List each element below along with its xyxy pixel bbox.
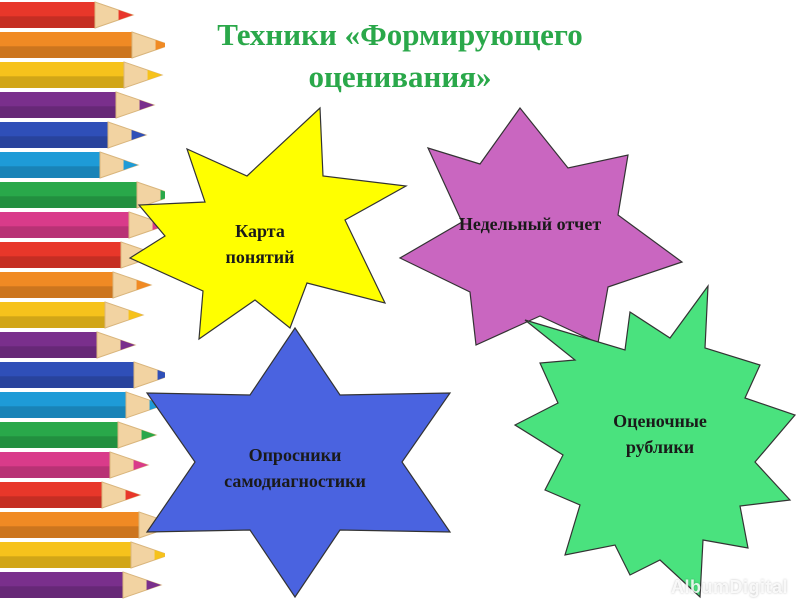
pencil-icon <box>0 61 164 89</box>
pencil-icon <box>0 511 165 539</box>
colored-pencils-decoration <box>0 1 165 599</box>
pencil-icon <box>0 211 165 239</box>
pencil-icon <box>0 481 142 509</box>
pencil-icon <box>0 31 165 59</box>
pencil-icon <box>0 361 165 389</box>
pencil-icon <box>0 181 165 209</box>
pencil-icon <box>0 1 135 29</box>
star-shape-rubrics <box>513 284 797 599</box>
pencil-icon <box>0 301 145 329</box>
star-label-weekly-report-line-1: Недельный отчет <box>458 214 602 234</box>
star-label-self-diagnosis: Опросники самодиагностики <box>180 442 410 494</box>
star-label-concept-map-line-2: понятий <box>225 247 295 267</box>
star-label-self-diagnosis-line-2: самодиагностики <box>224 471 366 491</box>
pencil-icon <box>0 391 165 419</box>
title-line-2: оценивания» <box>308 59 492 94</box>
pencil-icon <box>0 91 156 119</box>
pencil-icon <box>0 571 163 599</box>
star-label-self-diagnosis-line-1: Опросники <box>248 445 342 465</box>
pencil-icon <box>0 421 158 449</box>
watermark-logo: AlbumDigital <box>671 577 788 597</box>
star-label-concept-map: Карта понятий <box>190 218 330 270</box>
star-label-weekly-report: Недельный отчет <box>420 211 640 237</box>
star-label-concept-map-line-1: Карта <box>235 221 285 241</box>
pencil-icon <box>0 121 148 149</box>
star-shape-weekly-report <box>398 107 684 346</box>
pencil-icon <box>0 151 140 179</box>
title-line-1: Техники «Формирующего <box>217 17 583 52</box>
star-shape-concept-map <box>128 106 408 341</box>
star-shape-self-diagnosis <box>145 326 452 599</box>
pencil-icon <box>0 271 153 299</box>
star-label-rubrics-line-2: рублики <box>625 437 695 457</box>
star-label-rubrics: Оценочные рублики <box>585 408 735 460</box>
pencil-icon <box>0 541 165 569</box>
page-title: Техники «Формирующего оценивания» <box>170 14 630 98</box>
pencil-icon <box>0 451 150 479</box>
pencil-icon <box>0 331 137 359</box>
star-label-rubrics-line-1: Оценочные <box>613 411 707 431</box>
